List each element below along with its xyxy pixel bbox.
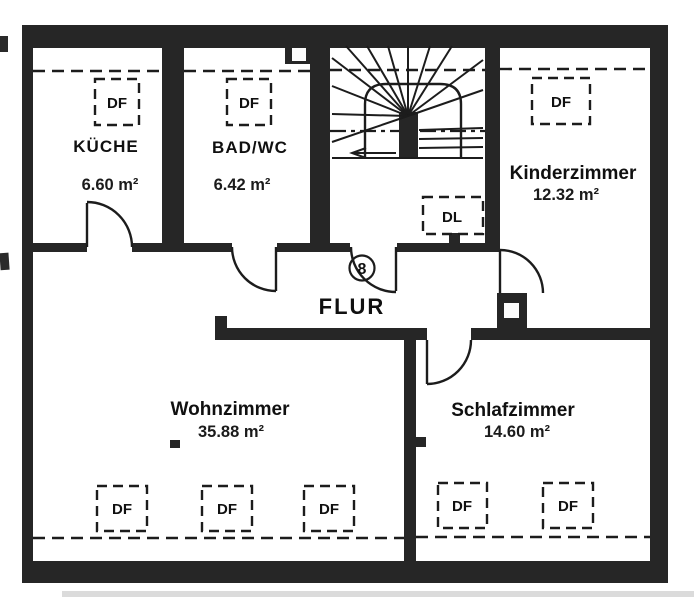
room-name-bad: BAD/WC [212, 138, 288, 157]
roof-window-label: DF [107, 95, 127, 112]
stair-tread-line [418, 137, 484, 140]
wall-bottom [22, 561, 668, 583]
stair-tread-line [345, 45, 409, 117]
room-labels: KÜCHE 6.60 m² BAD/WC 6.42 m² Kinderzimme… [73, 137, 637, 441]
stair-tread-line [418, 146, 484, 149]
stair-tread-line [407, 45, 431, 117]
roof-window-label: DF [239, 95, 259, 112]
dl-wall-stub [449, 233, 460, 243]
stair-tread-line [407, 45, 453, 117]
bad-door [230, 246, 278, 293]
room-name-wohnzimmer: Wohnzimmer [171, 399, 291, 420]
roof-window-box-wohn-3 [302, 484, 356, 533]
roof-window-box-kinder [530, 76, 592, 126]
entrance-door [349, 246, 398, 294]
room-name-kinderzimmer: Kinderzimmer [510, 163, 637, 184]
roof-window-label: DF [112, 501, 132, 518]
wall-left [22, 25, 33, 583]
door-number-label: 8 [358, 261, 367, 278]
stair-tread-line [331, 85, 409, 117]
schlafzimmer-door-swing [426, 339, 473, 386]
roof-window-label: DF [558, 498, 578, 515]
roof-window-label: DF [551, 94, 571, 111]
scan-artifact-bottom-strip [62, 591, 694, 597]
wall-stair-kinder [485, 48, 500, 252]
kinderzimmer-door-swing [499, 248, 545, 294]
wall-pier-stub [416, 437, 426, 447]
kueche-door [85, 200, 134, 248]
scan-artifact-top-left [0, 36, 8, 52]
ceiling-hatch-label: DL [442, 209, 462, 226]
wall-flur-north-4 [397, 243, 500, 252]
room-name-flur: FLUR [319, 294, 386, 319]
stair-arrow-head [349, 147, 367, 159]
room-area-wohnzimmer: 35.88 m² [198, 423, 265, 441]
entrance-door-number: 8 [348, 254, 376, 282]
wall-flur-north-2 [132, 243, 232, 252]
stair-newel-post [399, 112, 418, 158]
wall-bad-stair [310, 48, 330, 252]
room-area-schlafzimmer: 14.60 m² [484, 423, 551, 441]
scan-artifact-mid-left [0, 252, 10, 271]
roof-window-box-wohn-2 [200, 484, 254, 533]
roof-window-markers: DF DF DF DF DF DF DF DF DL [93, 76, 595, 533]
interior-walls [33, 45, 650, 561]
roof-window-label: DF [452, 498, 472, 515]
roof-window-box-schlaf-1 [436, 481, 489, 530]
roof-window-label: DF [319, 501, 339, 518]
entrance-door-swing [349, 246, 397, 294]
outer-walls [22, 25, 668, 583]
wall-top [22, 25, 668, 48]
roof-window-box-bad [225, 77, 273, 127]
wall-right [650, 25, 668, 583]
roof-window-box-wohn-1 [95, 484, 149, 533]
doors [85, 200, 545, 386]
roof-window-box-kueche [93, 77, 141, 127]
wall-flur-south-west [215, 328, 427, 340]
roof-window-box-schlaf-2 [541, 481, 595, 530]
wall-wohn-schlaf [404, 328, 416, 561]
chimney-mark-wohnzimmer [170, 440, 180, 448]
stair-tread-line [387, 45, 409, 117]
wall-flur-south-east [471, 328, 650, 340]
room-area-kueche: 6.60 m² [82, 176, 139, 194]
staircase [331, 45, 484, 159]
kueche-door-swing [86, 200, 134, 248]
stair-tread-line [418, 127, 484, 131]
wall-flur-south-stub [215, 316, 227, 328]
knee-wall-lines [33, 67, 650, 540]
wall-flur-north-3 [277, 243, 350, 252]
bad-door-swing [230, 246, 277, 293]
chimney-flue-opening [504, 303, 519, 318]
door-number-circle [348, 254, 376, 282]
stair-treads [331, 45, 484, 159]
roof-window-label: DF [217, 501, 237, 518]
room-name-schlafzimmer: Schlafzimmer [451, 400, 575, 421]
room-area-bad: 6.42 m² [214, 176, 271, 194]
stair-tread-line [331, 113, 409, 117]
wall-flur-north-1 [33, 243, 87, 252]
wall-kueche-bad [162, 48, 184, 252]
misc-marks [0, 36, 694, 597]
stair-tread-line [331, 115, 409, 143]
room-name-kueche: KÜCHE [73, 137, 138, 156]
stair-direction-arrow [349, 147, 396, 159]
room-area-kinderzimmer: 12.32 m² [533, 186, 600, 204]
schlafzimmer-door [425, 339, 473, 386]
duct-opening [292, 48, 306, 61]
kinderzimmer-door [498, 248, 545, 294]
stair-tread-line [407, 59, 484, 117]
stair-tread-line [366, 45, 409, 117]
stair-tread-line [331, 57, 409, 117]
stair-tread-line [407, 89, 484, 117]
stair-handrail [363, 82, 463, 158]
